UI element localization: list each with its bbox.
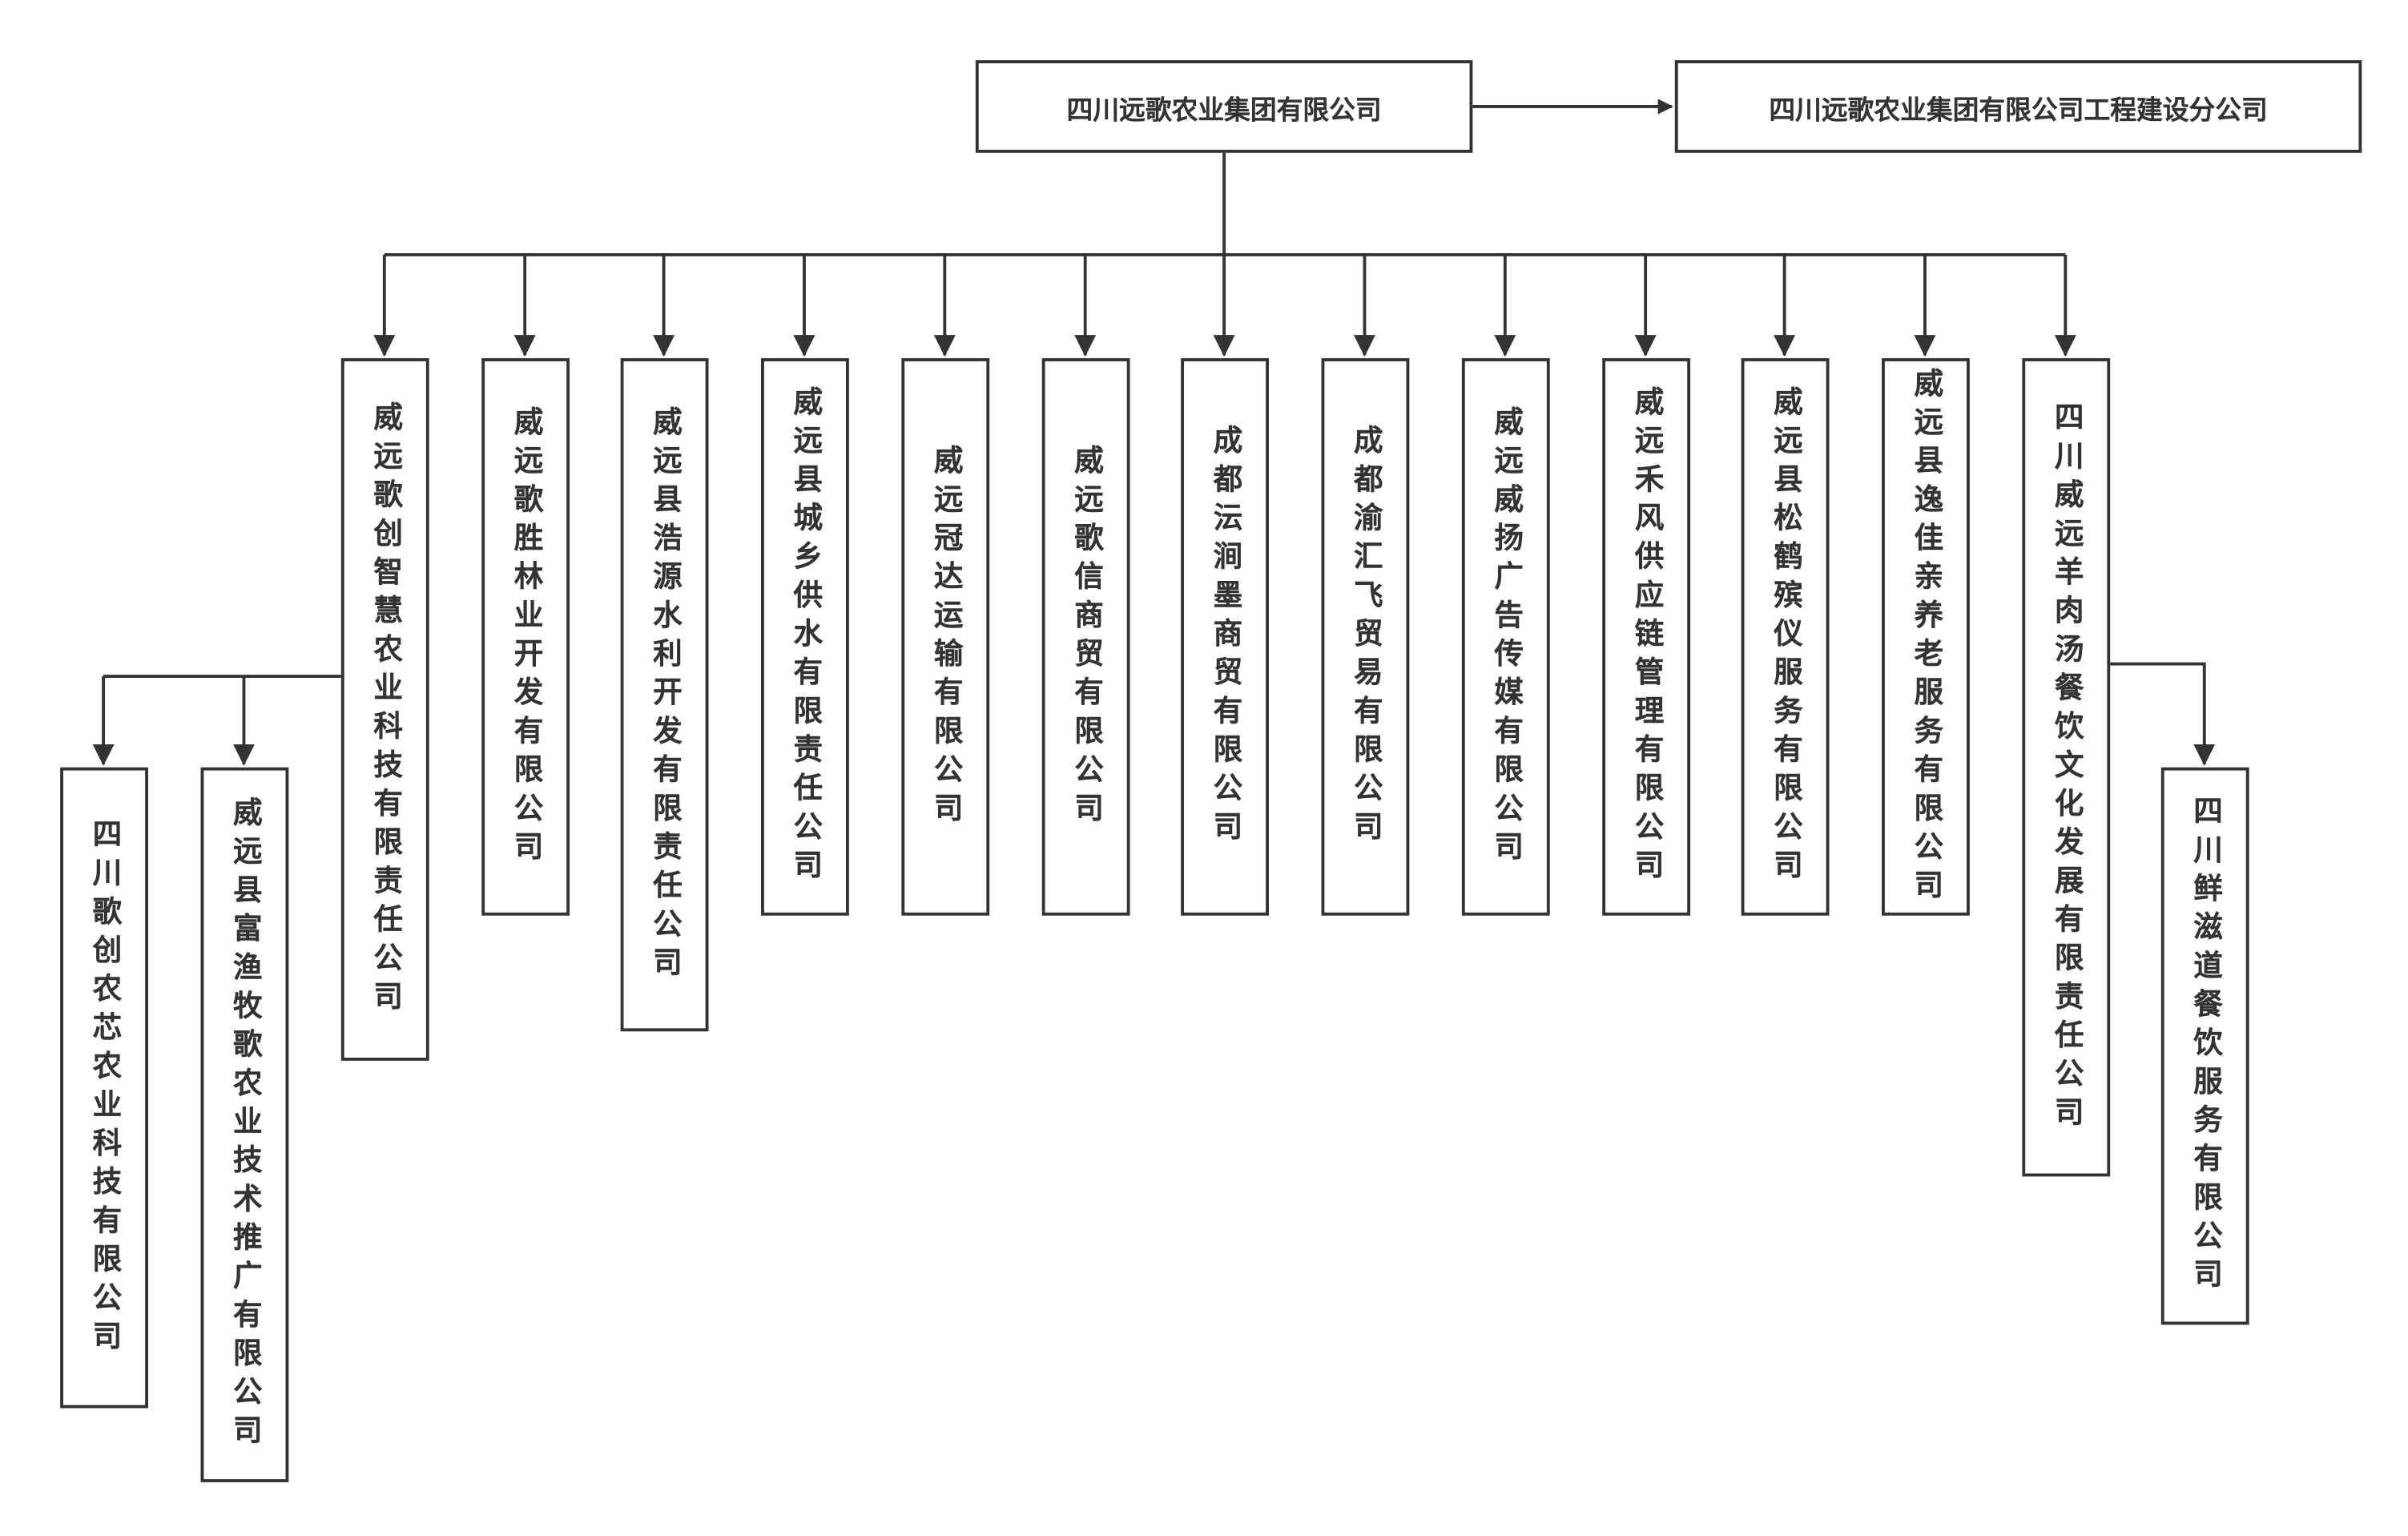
child-company-box: 威远县松鹤殡仪服务有限公司 — [1741, 358, 1830, 916]
child-company-box: 威远禾风供应链管理有限公司 — [1602, 358, 1691, 916]
company-name: 威远县逸佳亲养老服务有限公司 — [1909, 366, 1944, 908]
child-company-box: 成都渝汇飞贸易有限公司 — [1321, 358, 1410, 916]
grandchild-company-box: 四川鲜滋道餐饮服务有限公司 — [2160, 767, 2249, 1325]
company-name: 四川鲜滋道餐饮服务有限公司 — [2189, 795, 2223, 1297]
company-name: 威远歌信商贸有限公司 — [1069, 444, 1104, 830]
child-company-box: 威远威扬广告传媒有限公司 — [1461, 358, 1550, 916]
company-name: 威远威扬广告传媒有限公司 — [1489, 405, 1524, 869]
company-name: 四川歌创农芯农业科技有限公司 — [87, 817, 123, 1358]
child-company-box: 成都沄涧墨商贸有限公司 — [1181, 358, 1269, 916]
company-name: 成都渝汇飞贸易有限公司 — [1349, 424, 1383, 849]
child-company-box: 威远歌胜林业开发有限公司 — [481, 358, 570, 916]
company-name: 威远歌创智慧农业科技有限责任公司 — [368, 401, 403, 1018]
grandchild-company-box: 四川歌创农芯农业科技有限公司 — [60, 767, 148, 1409]
company-name: 四川威远羊肉汤餐饮文化发展有限责任公司 — [2050, 401, 2084, 1135]
branch-company-name: 四川远歌农业集团有限公司工程建设分公司 — [1769, 95, 2268, 127]
company-name: 威远县富渔牧歌农业技术推广有限公司 — [228, 796, 263, 1453]
company-name: 威远歌胜林业开发有限公司 — [509, 405, 544, 869]
company-name: 威远县城乡供水有限责任公司 — [788, 385, 823, 889]
company-name: 威远县浩源水利开发有限责任公司 — [648, 405, 683, 985]
connector-line — [2108, 662, 2216, 766]
child-company-box: 威远歌创智慧农业科技有限责任公司 — [340, 358, 429, 1061]
company-name: 成都沄涧墨商贸有限公司 — [1208, 424, 1243, 849]
root-company-box: 四川远歌农业集团有限公司 — [975, 60, 1473, 153]
child-company-box: 威远歌信商贸有限公司 — [1041, 358, 1130, 916]
root-company-name: 四川远歌农业集团有限公司 — [1066, 95, 1382, 127]
child-company-box: 威远县城乡供水有限责任公司 — [761, 358, 849, 916]
child-company-box: 威远县浩源水利开发有限责任公司 — [620, 358, 709, 1032]
child-company-box: 四川威远羊肉汤餐饮文化发展有限责任公司 — [2022, 358, 2111, 1177]
company-name: 威远县松鹤殡仪服务有限公司 — [1769, 385, 1803, 889]
child-company-box: 威远冠达运输有限公司 — [901, 358, 990, 916]
child-company-box: 威远县逸佳亲养老服务有限公司 — [1882, 358, 1970, 916]
grandchild-company-box: 威远县富渔牧歌农业技术推广有限公司 — [200, 767, 289, 1482]
branch-company-box: 四川远歌农业集团有限公司工程建设分公司 — [1674, 60, 2362, 153]
company-name: 威远禾风供应链管理有限公司 — [1629, 385, 1665, 889]
company-name: 威远冠达运输有限公司 — [929, 444, 964, 830]
